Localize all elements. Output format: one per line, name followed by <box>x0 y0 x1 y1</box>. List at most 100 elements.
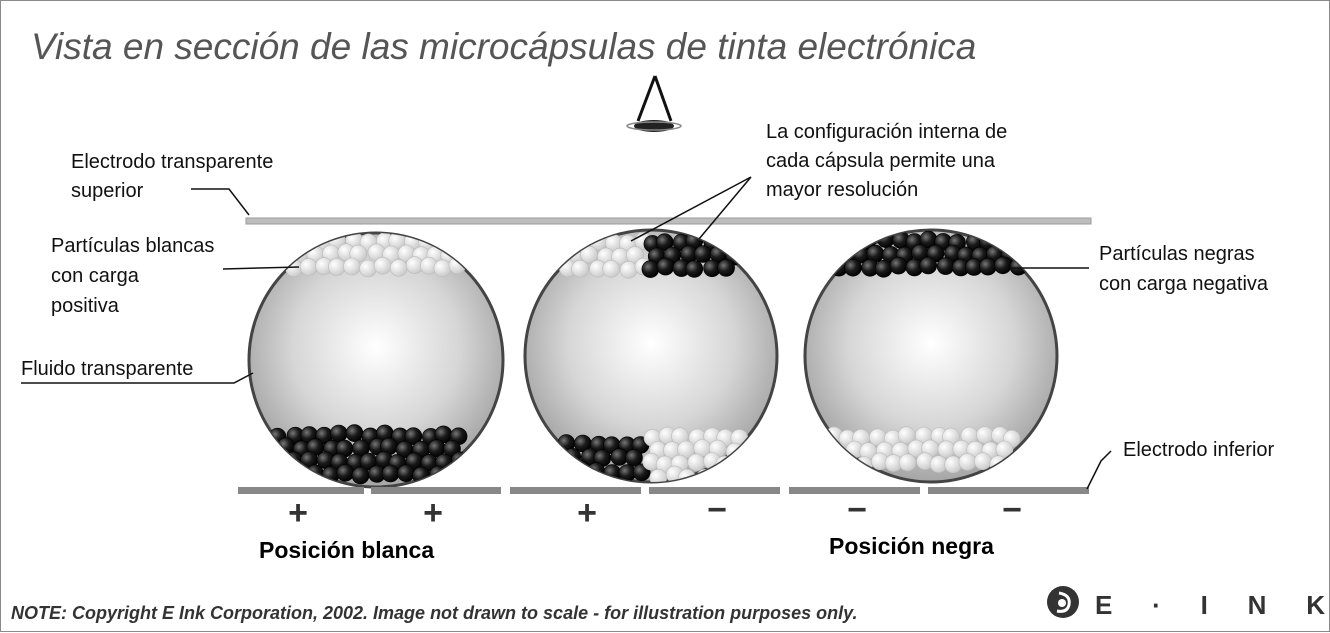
white-particle <box>695 468 714 482</box>
white-particle <box>448 256 467 275</box>
black-particle <box>641 260 660 278</box>
white-particle <box>447 233 466 250</box>
capsule-mixed-position <box>523 228 779 484</box>
white-particles-label-line1: Partículas blancas <box>51 235 214 257</box>
white-particles-label-line3: positiva <box>51 295 120 317</box>
white-particle <box>299 258 318 276</box>
electrode-sign: − <box>1002 491 1022 529</box>
white-particle <box>558 233 577 252</box>
black-particle <box>656 257 675 276</box>
e-ink-swirl-icon <box>1047 586 1079 618</box>
black-particle <box>556 463 575 482</box>
config-label-line1: La configuración interna de <box>766 121 1007 143</box>
electrode-sign: + <box>288 494 308 532</box>
black-particle <box>685 260 704 278</box>
config-leader-right <box>698 176 752 240</box>
bottom-electrode-segment <box>789 487 920 494</box>
bottom-electrode-segment <box>238 487 364 494</box>
e-ink-logo: E · I N K <box>1047 586 1325 620</box>
config-leader-left <box>630 176 752 242</box>
white-particle <box>973 452 992 471</box>
black-particle <box>336 463 355 482</box>
black-particle <box>306 464 324 483</box>
black-particle <box>717 259 735 277</box>
e-ink-logo-text: E · I N K <box>1095 590 1325 620</box>
white-position-label: Posición blanca <box>259 537 434 563</box>
white-particle <box>571 259 589 278</box>
white-particle <box>976 426 994 444</box>
white-particle <box>937 440 956 459</box>
bottom-electrodes <box>238 487 1089 494</box>
black-particle <box>351 466 370 485</box>
bottom-electrode-segment <box>649 487 780 494</box>
bottom-electrode-segment <box>510 487 641 494</box>
black-particle <box>404 427 423 446</box>
bottom-electrode-leader <box>1086 450 1112 490</box>
electrode-sign: − <box>707 491 727 529</box>
white-particles-label-line2: con carga <box>51 265 140 287</box>
top-electrode-label-line1: Electrodo transparente <box>71 151 273 173</box>
config-label-line3: mayor resolución <box>766 179 918 201</box>
electrode-sign: + <box>577 494 597 532</box>
white-particle <box>825 456 844 474</box>
white-particles-leader <box>222 266 300 270</box>
white-particle <box>724 465 742 482</box>
black-particle <box>874 259 893 278</box>
white-particle <box>687 453 706 472</box>
bottom-electrode-segment <box>371 487 501 494</box>
config-label-line2: cada cápsula permite una <box>766 150 996 172</box>
capsule-white-position <box>247 231 505 489</box>
black-particle <box>292 466 310 485</box>
white-particle <box>649 468 668 482</box>
electrode-sign: + <box>423 494 443 532</box>
black-particle <box>572 460 591 479</box>
black-particle <box>443 466 462 485</box>
black-particle <box>345 424 364 442</box>
viewer-eye-icon <box>626 75 682 132</box>
white-particle <box>359 259 377 278</box>
white-particle <box>602 259 621 278</box>
copyright-note: NOTE: Copyright E Ink Corporation, 2002.… <box>11 603 857 623</box>
black-particle <box>275 464 294 483</box>
white-particle <box>732 455 751 473</box>
black-particle <box>919 256 938 275</box>
fluid-leader <box>21 372 254 384</box>
black-particle <box>828 230 847 248</box>
white-particle <box>958 453 977 471</box>
black-particle <box>270 450 289 469</box>
black-particle <box>936 257 955 275</box>
white-particle <box>373 256 392 275</box>
diagram-title: Vista en sección de las microcápsulas de… <box>31 26 976 67</box>
bottom-electrode-segment <box>928 487 1089 494</box>
white-particle <box>898 453 917 472</box>
black-particle <box>843 230 861 248</box>
white-particle <box>284 233 303 252</box>
black-particle <box>995 232 1013 250</box>
white-particle <box>707 467 726 482</box>
black-particle <box>397 464 415 483</box>
black-particle <box>889 256 908 275</box>
white-particle <box>837 455 856 474</box>
black-particle <box>625 448 643 467</box>
black-particle <box>715 232 734 250</box>
black-particle <box>979 257 997 276</box>
white-particle <box>619 260 638 279</box>
black-particles-label-line2: con carga negativa <box>1099 273 1269 295</box>
white-particle <box>1003 456 1022 474</box>
black-particles-label-line1: Partículas negras <box>1099 243 1255 265</box>
white-particle <box>327 258 346 276</box>
black-position-label: Posición negra <box>829 533 994 559</box>
fluid-label: Fluido transparente <box>21 358 193 380</box>
white-particle <box>433 259 452 278</box>
black-particle <box>993 256 1012 275</box>
top-electrode-leader <box>191 188 250 216</box>
black-particle <box>329 424 348 443</box>
black-particle <box>1009 234 1027 252</box>
black-particle <box>1009 257 1028 276</box>
white-particle <box>343 257 361 276</box>
white-particle <box>389 259 408 277</box>
bottom-electrode-label: Electrodo inferior <box>1123 439 1275 461</box>
black-particle <box>876 230 895 248</box>
